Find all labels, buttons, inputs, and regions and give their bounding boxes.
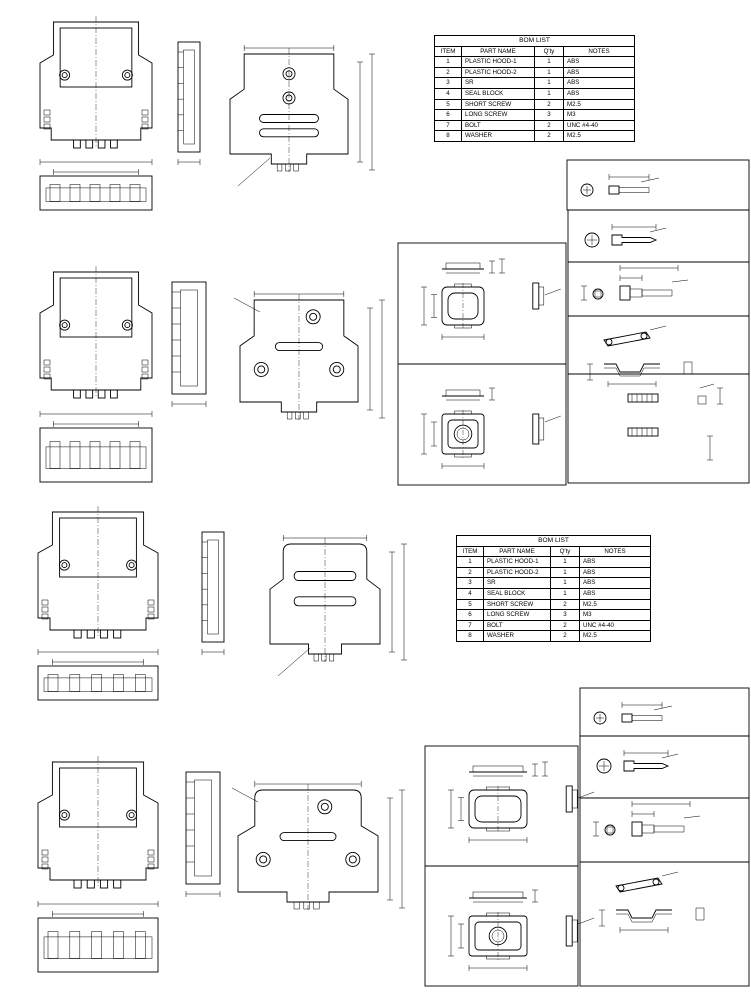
bom-cell: SHORT SCREW [461,98,535,111]
bom-cell: ABS [563,66,635,79]
bom-cell: ABS [579,587,651,600]
section-a [39,16,750,486]
bom-cell: UNC #4-40 [579,619,651,632]
bom-cell: 6 [434,109,462,121]
bom-cell: M2.5 [563,130,635,142]
bom-cell: M2.5 [563,98,635,111]
bom-cell: 1 [534,87,564,100]
bom-cell: SEAL BLOCK [461,87,535,100]
bom-cell: ABS [563,87,635,100]
bom-cell: 8 [456,630,484,642]
bom-cell: 7 [434,119,462,132]
bom-cell: 1 [550,556,580,568]
bom-cell: SR [483,577,551,589]
bom-cell: SEAL BLOCK [483,587,551,600]
bom-cell: M3 [579,609,651,621]
bom-cell: 1 [534,56,564,68]
bom-cell: 1 [550,566,580,579]
bom-cell: ABS [563,77,635,89]
bom-cell: 3 [550,609,580,621]
bom-cell: 6 [456,609,484,621]
bom-cell: 1 [456,556,484,568]
bom-cell: WASHER [461,130,535,142]
bom-cell: 5 [434,98,462,111]
bom-cell: BOLT [483,619,551,632]
bom-cell: ABS [579,577,651,589]
bom-cell: 2 [534,119,564,132]
bom-title: BOM LIST [434,35,635,47]
bom-cell: PLASTIC HOOD-2 [461,66,535,79]
bom-cell: 4 [456,587,484,600]
bom-cell: 1 [534,66,564,79]
bom-cell: 7 [456,619,484,632]
bom-cell: WASHER [483,630,551,642]
bom-cell: 1 [534,77,564,89]
bom-cell: PLASTIC HOOD-1 [483,556,551,568]
bom-header: ITEM [434,45,462,58]
bom-header: NOTES [563,45,635,58]
bom-cell: 2 [434,66,462,79]
bom-header: PART NAME [483,545,551,558]
bom-cell: M2.5 [579,630,651,642]
bom-cell: PLASTIC HOOD-1 [461,56,535,68]
bom-header: NOTES [579,545,651,558]
bom-cell: ABS [579,556,651,568]
bom-cell: M3 [563,109,635,121]
bom-cell: 2 [550,619,580,632]
section-b [37,506,750,987]
bom-header: Q'ty [534,45,564,58]
bom-cell: 3 [434,77,462,89]
bom-cell: 3 [456,577,484,589]
bom-cell: 2 [550,630,580,642]
bom-header: Q'ty [550,545,580,558]
bom-cell: 2 [550,598,580,611]
bom-cell: LONG SCREW [483,609,551,621]
bom-cell: 5 [456,598,484,611]
bom-cell: UNC #4-40 [563,119,635,132]
bom-cell: ABS [579,566,651,579]
bom-cell: 2 [534,98,564,111]
bom-cell: LONG SCREW [461,109,535,121]
bom-header: PART NAME [461,45,535,58]
bom-cell: 1 [550,577,580,589]
bom-cell: M2.5 [579,598,651,611]
bom-cell: BOLT [461,119,535,132]
bom-cell: SR [461,77,535,89]
bom-cell: 3 [534,109,564,121]
bom-cell: 1 [550,587,580,600]
bom-title: BOM LIST [456,535,651,547]
bom-cell: SHORT SCREW [483,598,551,611]
bom-cell: PLASTIC HOOD-2 [483,566,551,579]
bom-cell: 2 [534,130,564,142]
bom-header: ITEM [456,545,484,558]
bom-cell: ABS [563,56,635,68]
bom-cell: 8 [434,130,462,142]
bom-cell: 2 [456,566,484,579]
bom-cell: 1 [434,56,462,68]
bom-cell: 4 [434,87,462,100]
